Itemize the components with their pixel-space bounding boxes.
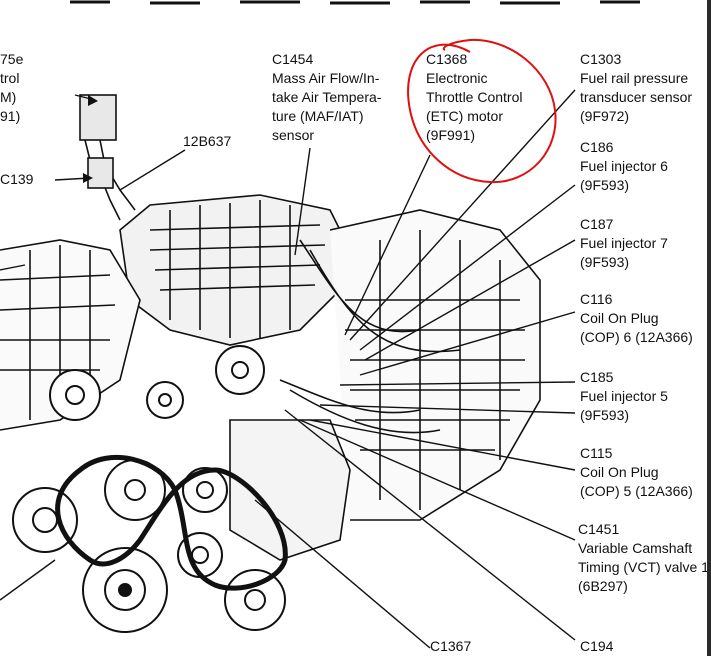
label-line: (9F972) — [580, 108, 630, 124]
label-c1454: C1454 Mass Air Flow/In- take Air Tempera… — [272, 50, 381, 145]
connector-id: C186 — [580, 139, 614, 155]
label-c194: C194 — [580, 637, 613, 656]
label-c185: C185 Fuel injector 5 (9F593) — [580, 368, 668, 425]
engine-block — [0, 94, 541, 561]
connector-id: C1303 — [580, 51, 622, 67]
label-c1451: C1451 Variable Camshaft Timing (VCT) val… — [578, 520, 709, 596]
label-line: Fuel rail pressure — [580, 70, 689, 86]
label-line: Fuel injector 5 — [580, 388, 668, 404]
connector-id: C1454 — [272, 51, 314, 67]
label-left-clipped: 75e trol M) 91) — [0, 50, 23, 126]
leader-lines — [0, 89, 576, 649]
label-line: trol — [0, 70, 20, 86]
label-c116: C116 Coil On Plug (COP) 6 (12A366) — [580, 290, 693, 347]
label-c1367: C1367 — [430, 637, 471, 656]
label-line: (COP) 6 (12A366) — [580, 329, 693, 345]
label-line: Variable Camshaft — [578, 540, 693, 556]
label-line: Timing (VCT) valve 1 — [578, 559, 709, 575]
label-line: M) — [0, 89, 17, 105]
label-line: (9F593) — [580, 254, 630, 270]
label-line: (9F593) — [580, 177, 630, 193]
label-line: Throttle Control — [426, 89, 523, 105]
label-line: ture (MAF/IAT) — [272, 108, 364, 124]
label-c1368: C1368 Electronic Throttle Control (ETC) … — [426, 50, 522, 145]
label-line: Coil On Plug — [580, 310, 659, 326]
right-border — [707, 0, 711, 656]
connector-id: C185 — [580, 369, 614, 385]
label-c187: C187 Fuel injector 7 (9F593) — [580, 215, 668, 272]
connector-id: C1451 — [578, 521, 620, 537]
label-line: Mass Air Flow/In- — [272, 70, 380, 86]
label-line: (6B297) — [578, 578, 628, 594]
connector-id: C139 — [0, 171, 34, 187]
label-line: take Air Tempera- — [272, 89, 382, 105]
label-c1303: C1303 Fuel rail pressure transducer sens… — [580, 50, 692, 126]
label-c139: C139 — [0, 170, 33, 189]
connector-id: C187 — [580, 216, 614, 232]
label-line: Electronic — [426, 70, 488, 86]
label-12b637: 12B637 — [183, 132, 231, 151]
connector-id: C1367 — [430, 638, 472, 654]
label-line: (ETC) motor — [426, 108, 503, 124]
connector-id: C116 — [580, 291, 613, 307]
highlight-circle — [407, 38, 557, 184]
connector-id: C115 — [580, 445, 613, 461]
label-c115: C115 Coil On Plug (COP) 5 (12A366) — [580, 444, 693, 501]
pulleys — [12, 345, 286, 633]
arrowheads — [83, 95, 98, 183]
label-line: Coil On Plug — [580, 464, 659, 480]
part-number: 12B637 — [183, 133, 232, 149]
label-line: sensor — [272, 127, 315, 143]
serpentine-belt — [55, 454, 288, 591]
label-line: Fuel injector 6 — [580, 158, 668, 174]
label-line: 91) — [0, 108, 21, 124]
label-line: Fuel injector 7 — [580, 235, 668, 251]
connector-id: C194 — [580, 638, 614, 654]
connector-id: C1368 — [426, 51, 468, 67]
label-line: 75e — [0, 51, 24, 67]
top-clipped-text — [70, 0, 640, 5]
label-line: transducer sensor — [580, 89, 693, 105]
label-line: (9F991) — [426, 127, 476, 143]
label-c186: C186 Fuel injector 6 (9F593) — [580, 138, 668, 195]
label-line: (COP) 5 (12A366) — [580, 483, 693, 499]
label-line: (9F593) — [580, 407, 630, 423]
